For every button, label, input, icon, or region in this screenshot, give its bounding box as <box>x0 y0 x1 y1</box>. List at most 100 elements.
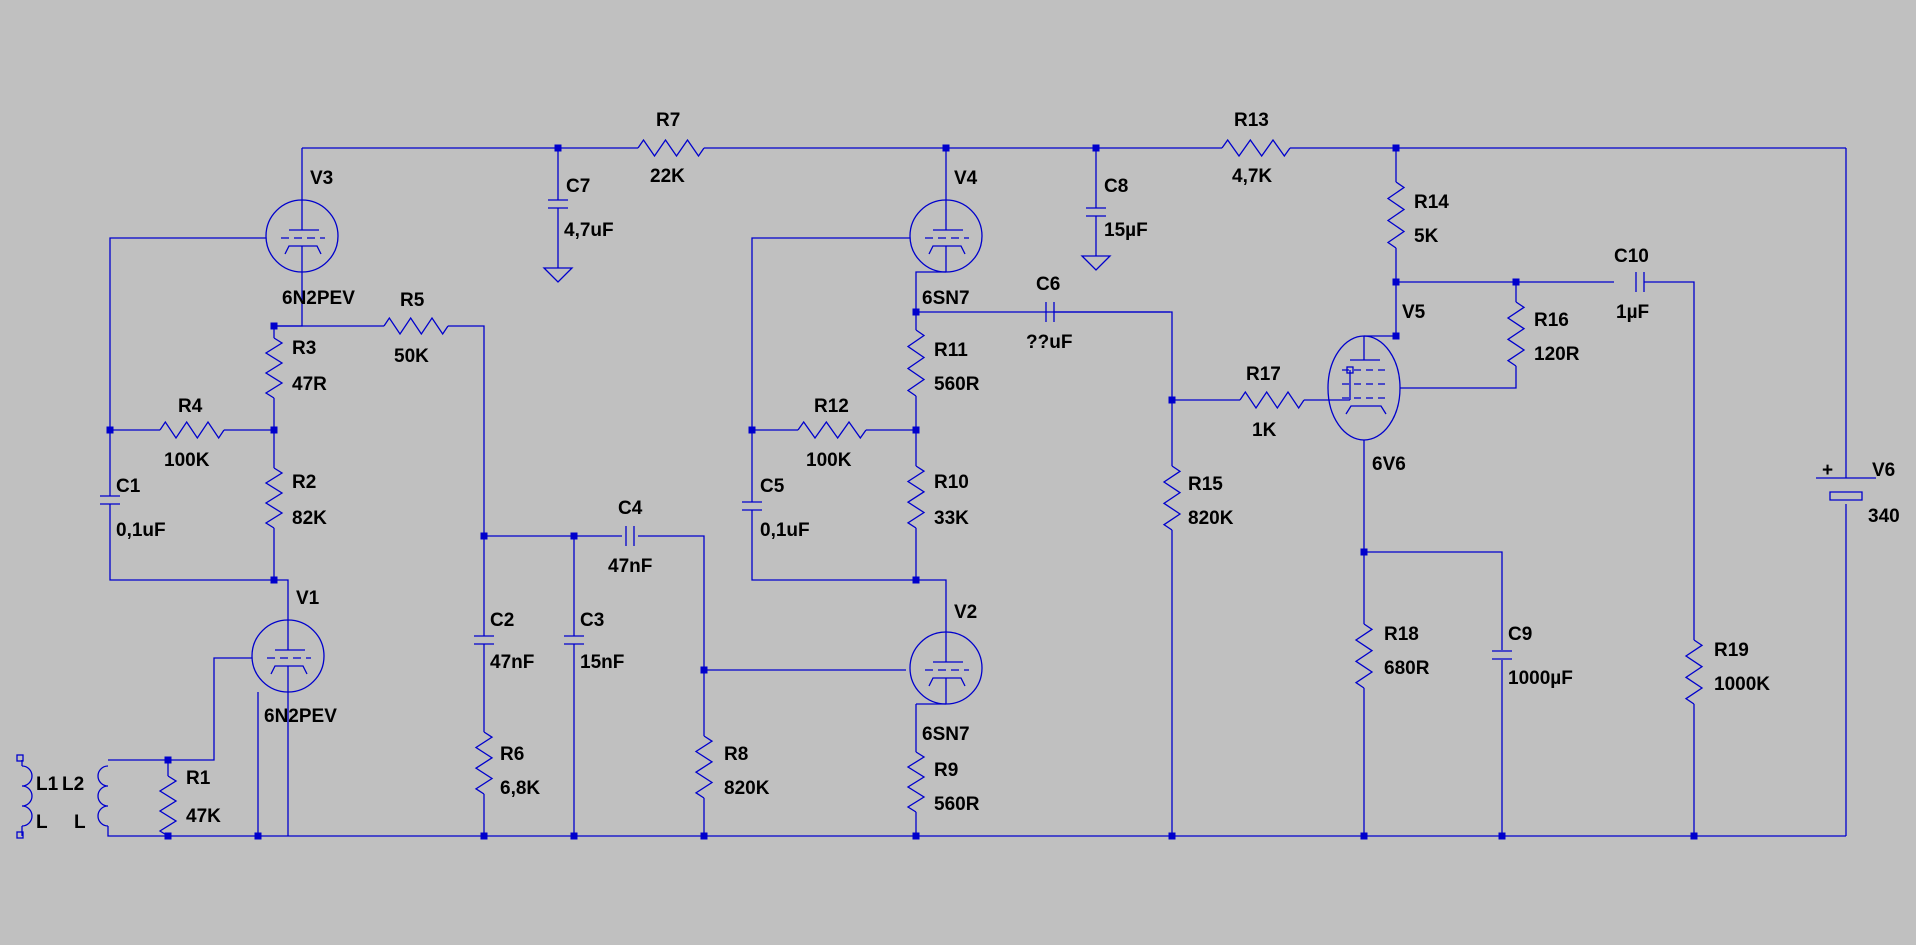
tube-v5-anode <box>1350 336 1380 361</box>
capacitor-c8-plates <box>1086 207 1106 217</box>
capacitor-c5 <box>742 501 762 511</box>
junction-16 <box>1168 396 1176 404</box>
junction-20 <box>1360 548 1368 556</box>
r6-value-label: 6,8K <box>500 778 540 799</box>
inductor-l1 <box>21 765 33 827</box>
junction-5 <box>270 322 278 330</box>
capacitor-c5-plates <box>742 501 762 511</box>
resistor-r4 <box>159 420 225 440</box>
capacitor-c9-plates <box>1492 650 1512 660</box>
ground-symbol-c7 <box>542 258 574 283</box>
resistor-r8 <box>694 735 714 799</box>
c9-value-label: 1000µF <box>1508 668 1573 689</box>
resistor-r16 <box>1506 301 1526 367</box>
junction-25 <box>570 832 578 840</box>
c5-designator: C5 <box>760 476 785 497</box>
capacitor-c10 <box>1635 272 1645 292</box>
r16-value-label: 120R <box>1534 344 1580 365</box>
wires <box>21 147 1847 836</box>
junction-28 <box>1168 832 1176 840</box>
c4-designator: C4 <box>618 498 643 519</box>
tube-v3-anode <box>289 200 319 231</box>
resistor-r11 <box>906 329 926 397</box>
r14-designator: R14 <box>1414 192 1449 213</box>
input-port-top <box>16 754 24 762</box>
r11-value-label: 560R <box>934 374 980 395</box>
r16-designator: R16 <box>1534 310 1569 331</box>
tube-v1 <box>251 619 325 693</box>
r10-value-label: 33K <box>934 508 969 529</box>
r2-value-label: 82K <box>292 508 327 529</box>
resistor-r2 <box>264 467 284 529</box>
v3-value-label: 6N2PEV <box>282 288 355 309</box>
battery-v6-plus-sign: + <box>1822 460 1833 481</box>
junction-21 <box>164 756 172 764</box>
c10-value-label: 1µF <box>1616 302 1649 323</box>
junction-29 <box>1360 832 1368 840</box>
wire-54 <box>1400 366 1517 389</box>
junction-19 <box>1392 332 1400 340</box>
resistor-r14 <box>1386 181 1406 249</box>
labels: +R722KR134,7KC74,7uFC815µFV36N2PEVR347RR… <box>36 110 1900 833</box>
tube-v2-cathode <box>928 677 966 704</box>
capacitor-c3 <box>564 635 584 645</box>
resistor-r13 <box>1221 138 1291 158</box>
r14-value-label: 5K <box>1414 226 1439 247</box>
tube-v4 <box>909 199 983 273</box>
l1-value-label: L <box>36 812 48 833</box>
v4-value-label: 6SN7 <box>922 288 970 309</box>
capacitor-c6-plates <box>1045 302 1055 322</box>
tube-v5 <box>1327 335 1401 441</box>
junction-13 <box>748 426 756 434</box>
resistor-r7 <box>637 138 705 158</box>
r7-designator: R7 <box>656 110 680 131</box>
resistor-r5 <box>383 316 449 336</box>
r4-designator: R4 <box>178 396 203 417</box>
wire-14 <box>109 430 274 581</box>
capacitor-c3-plates <box>564 635 584 645</box>
c3-value-label: 15nF <box>580 652 624 673</box>
junction-1 <box>554 144 562 152</box>
v2-value-label: 6SN7 <box>922 724 970 745</box>
v2-designator: V2 <box>954 602 977 623</box>
c7-designator: C7 <box>566 176 590 197</box>
c2-designator: C2 <box>490 610 514 631</box>
r3-value-label: 47R <box>292 374 327 395</box>
v6-value-label: 340 <box>1868 506 1900 527</box>
r4-value-label: 100K <box>164 450 210 471</box>
v3-designator: V3 <box>310 168 333 189</box>
junction-27 <box>912 832 920 840</box>
junction-17 <box>1392 278 1400 286</box>
tube-v1-anode <box>275 620 305 651</box>
wire-24 <box>448 325 485 536</box>
junction-30 <box>1498 832 1506 840</box>
junctions <box>106 144 1698 840</box>
r15-value-label: 820K <box>1188 508 1234 529</box>
v1-value-label: 6N2PEV <box>264 706 337 727</box>
r8-designator: R8 <box>724 744 748 765</box>
resistor-r1 <box>158 775 178 837</box>
l2-value-label: L <box>74 812 86 833</box>
resistor-r17 <box>1239 390 1305 410</box>
r17-designator: R17 <box>1246 364 1281 385</box>
v5-designator: V5 <box>1402 302 1426 323</box>
c5-value-label: 0,1uF <box>760 520 810 541</box>
r5-value-label: 50K <box>394 346 429 367</box>
junction-14 <box>912 426 920 434</box>
tube-v5-cathode <box>1345 405 1387 415</box>
c8-designator: C8 <box>1104 176 1128 197</box>
r5-designator: R5 <box>400 290 425 311</box>
wire-41 <box>751 430 916 581</box>
junction-2 <box>942 144 950 152</box>
capacitor-c6 <box>1045 302 1055 322</box>
tube-v4-cathode <box>928 245 966 272</box>
capacitor-c4 <box>625 526 635 546</box>
c1-designator: C1 <box>116 476 141 497</box>
v5-value-label: 6V6 <box>1372 454 1406 475</box>
junction-15 <box>912 576 920 584</box>
junction-22 <box>164 832 172 840</box>
wire-45 <box>1054 311 1173 400</box>
junction-24 <box>480 832 488 840</box>
v6-designator: V6 <box>1872 460 1895 481</box>
resistor-r19 <box>1684 639 1704 705</box>
